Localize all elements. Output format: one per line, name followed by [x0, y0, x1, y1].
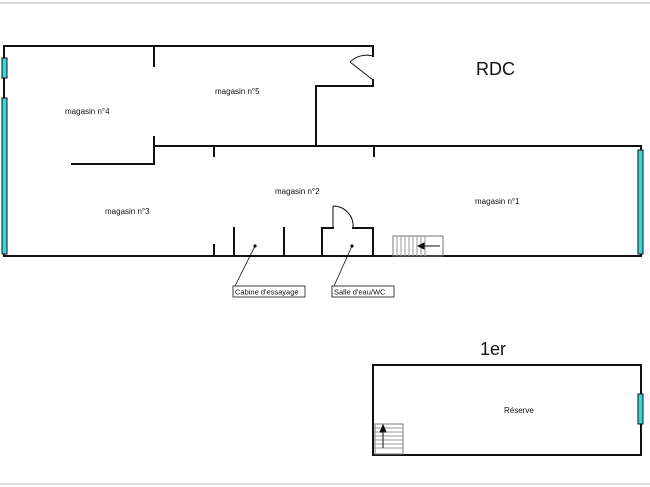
level-title-first: 1er: [480, 339, 506, 359]
room-label-shop2: magasin n°2: [275, 187, 320, 196]
stairs-icon: [374, 423, 404, 455]
window-left-lower: [1, 97, 8, 255]
callout-label-fitting-room: Cabine d'essayage: [235, 288, 299, 297]
ground-floor: [3, 45, 642, 257]
stairs-icon: [392, 235, 444, 257]
door-swing-icon: [349, 54, 374, 81]
arrow-icon: [379, 423, 387, 448]
room-label-storage: Réserve: [504, 406, 534, 415]
callout-fitting-room: Cabine d'essayage: [232, 244, 306, 298]
window-first-floor: [637, 393, 644, 425]
first-floor: Réserve: [372, 364, 644, 456]
level-title-ground: RDC: [476, 59, 515, 79]
room-label-shop3: magasin n°3: [105, 207, 150, 216]
window-left-upper: [1, 57, 8, 79]
callout-washroom: Salle d'eau/WC: [331, 244, 395, 298]
room-label-shop4: magasin n°4: [65, 107, 110, 116]
room-label-shop5: magasin n°5: [215, 87, 260, 96]
window-right: [637, 149, 644, 255]
callout-label-washroom: Salle d'eau/WC: [334, 288, 386, 297]
washroom-wall: [321, 227, 374, 257]
outer-wall: [3, 45, 642, 257]
door-swing-icon: [332, 205, 354, 229]
arrow-icon: [416, 242, 440, 250]
room-label-shop1: magasin n°1: [475, 197, 520, 206]
